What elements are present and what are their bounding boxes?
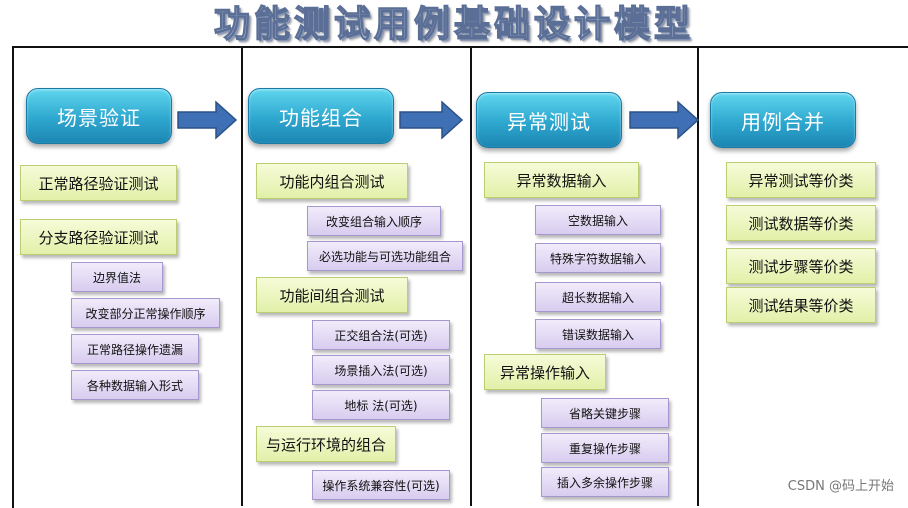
diagram-frame [12,46,908,508]
technique-box: 超长数据输入 [535,282,661,312]
technique-box: 正交组合法(可选) [312,320,450,350]
intra-function-combination-box: 功能内组合测试 [256,163,408,199]
watermark: CSDN @码上开始 [787,479,894,494]
technique-box: 正常路径操作遗漏 [71,334,199,364]
technique-box: 特殊字符数据输入 [535,243,661,273]
technique-box: 省略关键步骤 [541,398,669,428]
column-divider-2 [470,46,472,506]
abnormal-operation-input-box: 异常操作输入 [484,354,606,390]
stage-function-combination: 功能组合 [248,88,394,144]
environment-combination-box: 与运行环境的组合 [256,426,396,462]
stage-case-merge: 用例合并 [710,92,856,148]
equivalence-class-box: 异常测试等价类 [726,162,876,198]
arrow-right-icon [629,100,700,140]
stage-scenario-verification: 场景验证 [26,88,172,144]
technique-box: 改变部分正常操作顺序 [71,298,220,328]
equivalence-class-box: 测试步骤等价类 [726,248,876,284]
column-divider-3 [697,46,699,506]
arrow-right-icon [399,100,464,140]
stage-exception-testing: 异常测试 [476,92,622,148]
technique-box: 必选功能与可选功能组合 [307,241,463,271]
equivalence-class-box: 测试数据等价类 [726,205,876,241]
technique-box: 各种数据输入形式 [71,370,199,400]
technique-box: 地标 法(可选) [312,390,450,420]
column-divider-1 [241,46,243,506]
normal-path-test-box: 正常路径验证测试 [20,165,177,201]
technique-box: 错误数据输入 [535,319,661,349]
inter-function-combination-box: 功能间组合测试 [256,277,408,313]
technique-box: 空数据输入 [535,205,661,235]
technique-box: 重复操作步骤 [541,433,669,463]
abnormal-data-input-box: 异常数据输入 [484,162,639,198]
diagram-title: 功能测试用例基础设计模型 [213,2,694,45]
arrow-right-icon [177,100,238,140]
branch-path-test-box: 分支路径验证测试 [20,219,177,255]
technique-box: 插入多余操作步骤 [541,467,669,497]
technique-box: 改变组合输入顺序 [307,206,441,236]
technique-box: 操作系统兼容性(可选) [312,470,450,500]
technique-box: 场景插入法(可选) [312,355,450,385]
technique-box: 边界值法 [71,262,163,292]
equivalence-class-box: 测试结果等价类 [726,287,876,323]
